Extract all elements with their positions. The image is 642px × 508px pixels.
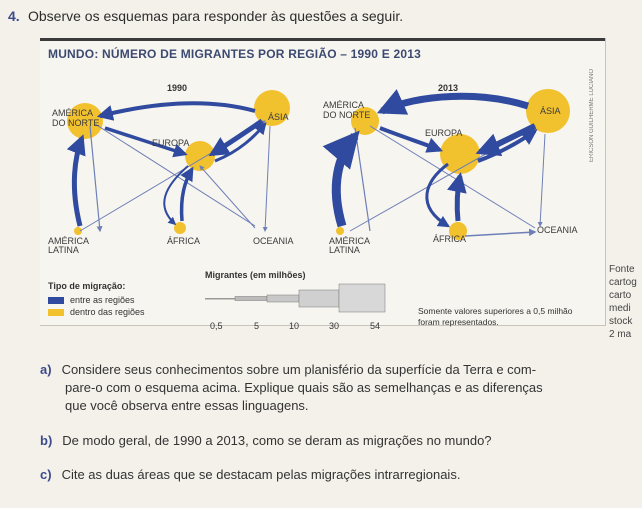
- legend-swatch-within: [48, 309, 64, 317]
- year-1990: 1990: [167, 83, 187, 93]
- scale-bar-5: [234, 296, 268, 301]
- flow-la-na-2013: [322, 130, 360, 228]
- flow-la-na-1990: [66, 134, 86, 227]
- flow-europe-africa-1990: [163, 165, 189, 226]
- legend-item-within: dentro das regiões: [48, 307, 145, 317]
- label-na-1-2013: AMÉRICA: [323, 100, 364, 110]
- migration-figure: MUNDO: NÚMERO DE MIGRANTES POR REGIÃO – …: [40, 38, 606, 326]
- circle-asia-2013: [526, 89, 570, 133]
- label-africa-1990: ÁFRICA: [167, 236, 200, 246]
- image-credit: ERICSON GUILHERME LUCIANO: [589, 68, 595, 162]
- label-la-2-2013: LATINA: [329, 245, 360, 255]
- source-fragment-2: cartog: [609, 277, 637, 288]
- figure-header: MUNDO: NÚMERO DE MIGRANTES POR REGIÃO – …: [40, 38, 605, 67]
- legend-label-within: dentro das regiões: [70, 307, 145, 317]
- circle-europe-1990: [185, 141, 215, 171]
- item-a-line-3-row: que você observa entre essas linguagens.: [65, 397, 630, 415]
- legend-item-between: entre as regiões: [48, 295, 135, 305]
- label-oceania-1990: OCEANIA: [253, 236, 294, 246]
- migration-maps: 1990 AMÉRICA DO NORTE ÁSIA EUROPA AMÉRIC…: [48, 83, 578, 255]
- question-number: 4.: [8, 8, 20, 24]
- item-a-line-1: Considere seus conhecimentos sobre um pl…: [61, 362, 537, 377]
- item-a-letter: a): [40, 362, 52, 377]
- flow-asia-na-2013: [376, 89, 530, 115]
- flow-africa-europe-2013: [447, 172, 467, 222]
- item-a: a) Considere seus conhecimentos sobre um …: [40, 361, 630, 379]
- source-fragment-1: Fonte: [609, 264, 635, 275]
- year-2013: 2013: [438, 83, 458, 93]
- item-c-letter: c): [40, 467, 52, 482]
- scale-tick-30: 30: [329, 321, 340, 331]
- circle-africa-1990: [174, 222, 186, 234]
- source-fragment-4: medi: [609, 303, 631, 314]
- scale-bars: [205, 283, 386, 313]
- legend-label-between: entre as regiões: [70, 295, 135, 305]
- flow-asia-oceania-2013: [537, 133, 546, 227]
- scale-bar-54: [338, 283, 386, 313]
- item-a-line-3: que você observa entre essas linguagens.: [65, 398, 309, 413]
- scale-tick-5: 5: [254, 321, 260, 331]
- figure-title: MUNDO: NÚMERO DE MIGRANTES POR REGIÃO – …: [48, 47, 421, 61]
- flow-na-la-1990: [89, 125, 103, 233]
- circle-la-1990: [74, 227, 82, 235]
- item-c: c) Cite as duas áreas que se destacam pel…: [40, 466, 630, 484]
- label-europe-2013: EUROPA: [425, 128, 462, 138]
- circle-asia-1990: [254, 90, 290, 126]
- circle-africa-2013: [449, 222, 467, 240]
- source-fragment-5: stock: [609, 316, 633, 327]
- question-text: Observe os esquemas para responder às qu…: [28, 8, 404, 24]
- flow-asia-oceania-1990: [262, 125, 271, 232]
- label-na-1-1990: AMÉRICA: [52, 108, 93, 118]
- scale-title: Migrantes (em milhões): [205, 270, 306, 280]
- scale-bar-10: [266, 294, 300, 303]
- item-c-line-1: Cite as duas áreas que se destacam pelas…: [61, 467, 461, 482]
- label-asia-1990: ÁSIA: [268, 112, 289, 122]
- label-africa-2013: ÁFRICA: [433, 234, 466, 244]
- item-b-letter: b): [40, 433, 53, 448]
- flow-europe-asia-2013: [477, 129, 538, 163]
- scale-tick-10: 10: [289, 321, 300, 331]
- scale-note: Somente valores superiores a 0,5 milhão …: [418, 306, 573, 327]
- label-na-2-1990: DO NORTE: [52, 118, 99, 128]
- label-la-1-2013: AMÉRICA: [329, 236, 370, 246]
- flow-europe-africa-2013: [425, 162, 451, 228]
- scale-bar-05: [205, 298, 235, 300]
- scale-tick-05: 0,5: [210, 321, 223, 331]
- item-a-line-2: pare-o com o esquema acima. Explique qua…: [65, 380, 543, 395]
- label-asia-2013: ÁSIA: [540, 106, 561, 116]
- scale-bar-30: [298, 289, 340, 308]
- legend-swatch-between: [48, 297, 64, 305]
- label-la-1-1990: AMÉRICA: [48, 236, 89, 246]
- flow-europe-asia-1990: [214, 122, 267, 163]
- item-b: b) De modo geral, de 1990 a 2013, como se…: [40, 432, 630, 450]
- scale-tick-54: 54: [370, 321, 381, 331]
- circle-europe-2013: [440, 134, 480, 174]
- map-1990: 1990 AMÉRICA DO NORTE ÁSIA EUROPA AMÉRIC…: [48, 83, 294, 255]
- circle-na-1990: [67, 103, 103, 139]
- flow-na-europe-2013: [379, 126, 443, 153]
- flow-africa-europe-1990: [179, 166, 194, 222]
- label-la-2-1990: LATINA: [48, 245, 79, 255]
- flow-asia-europe-2013: [475, 123, 537, 157]
- item-a-line-2-row: pare-o com o esquema acima. Explique qua…: [65, 379, 630, 397]
- source-fragment-6: 2 ma: [609, 329, 632, 340]
- label-na-2-2013: DO NORTE: [323, 110, 370, 120]
- circle-na-2013: [351, 107, 379, 135]
- flow-asia-na-1990: [96, 101, 256, 121]
- item-b-line-1: De modo geral, de 1990 a 2013, como se d…: [62, 433, 492, 448]
- map-2013: 2013 AMÉRICA DO NORTE ÁSIA EUROPA AMÉRIC…: [322, 83, 578, 255]
- source-fragment-3: carto: [609, 290, 632, 301]
- label-oceania-2013: OCEANIA: [537, 225, 578, 235]
- flow-oceania-europe-1990: [199, 165, 256, 229]
- flow-africa-oceania-2013: [464, 228, 537, 237]
- flow-na-la-2013: [354, 127, 371, 232]
- circle-la-2013: [336, 227, 344, 235]
- label-europe-1990: EUROPA: [152, 138, 189, 148]
- flow-na-europe-1990: [104, 126, 188, 158]
- legend-title: Tipo de migração:: [48, 281, 126, 291]
